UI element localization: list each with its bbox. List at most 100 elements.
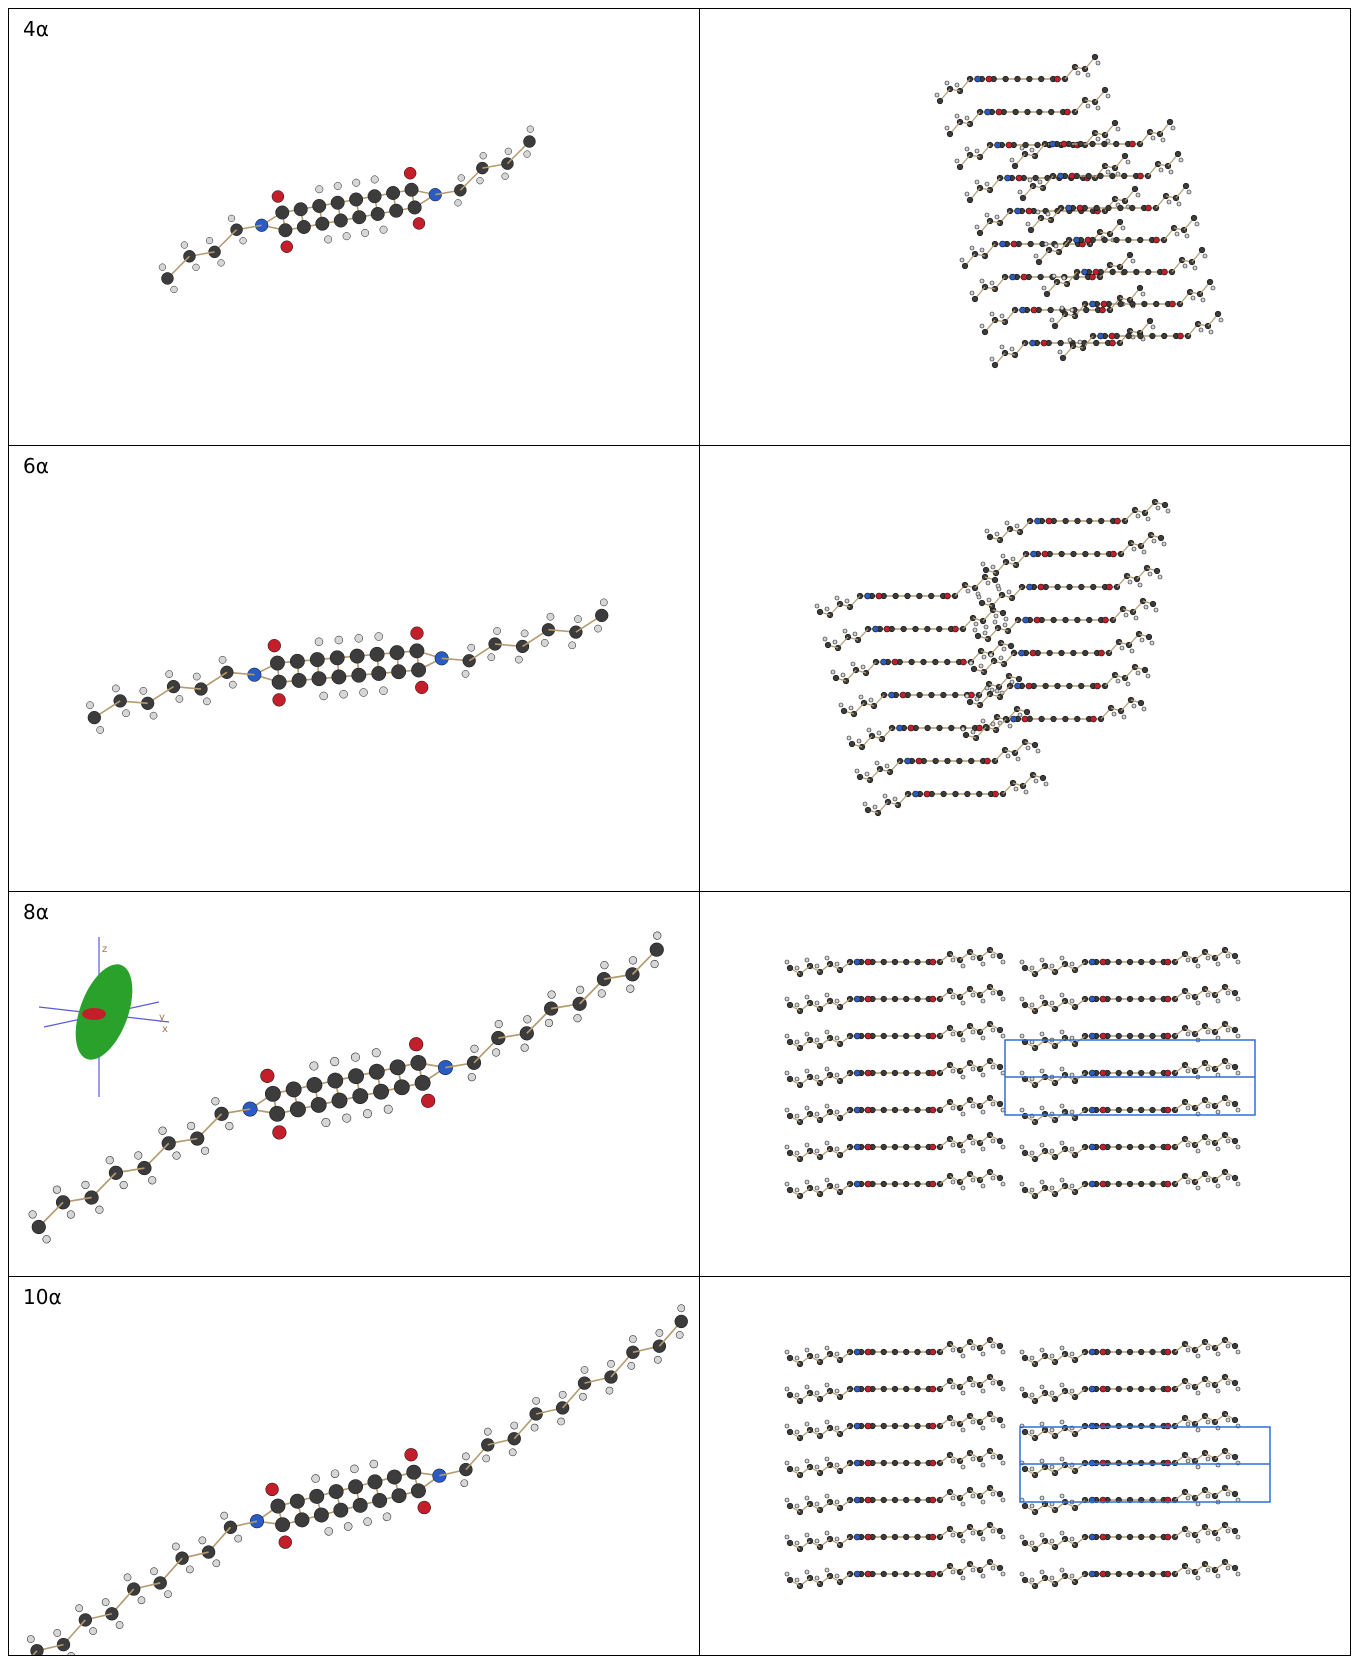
hydrogen-atom (990, 1528, 996, 1534)
row-label: 6α (23, 454, 49, 478)
carbon-atom (373, 1083, 389, 1100)
oxygen-atom (1110, 550, 1117, 558)
molecule-model (14, 1304, 688, 1655)
hydrogen-atom (986, 597, 992, 603)
hydrogen-atom (382, 1512, 392, 1522)
carbon-atom (488, 637, 502, 651)
oxygen-atom (929, 1032, 937, 1040)
hydrogen-atom (1130, 258, 1136, 264)
hydrogen-atom (1007, 723, 1013, 729)
hydrogen-atom (467, 1073, 476, 1082)
hydrogen-atom (1168, 169, 1174, 175)
hydrogen-atom (1225, 1417, 1231, 1423)
hydrogen-atom (1205, 1066, 1211, 1072)
carbon-atom (1126, 995, 1134, 1003)
carbon-atom (1027, 240, 1034, 248)
hydrogen-atom (1049, 1575, 1055, 1581)
oxygen-atom (995, 108, 1003, 116)
hydrogen-atom (1111, 711, 1117, 717)
hydrogen-atom (979, 278, 985, 284)
carbon-atom (1097, 172, 1104, 180)
carbon-atom (1149, 332, 1156, 340)
carbon-atom (1138, 1069, 1145, 1077)
carbon-atom (1111, 119, 1119, 127)
carbon-atom (1090, 583, 1097, 591)
hydrogen-atom (1059, 1530, 1065, 1536)
hydrogen-atom (1123, 612, 1129, 618)
hydrogen-atom (1029, 1002, 1035, 1008)
hydrogen-atom (993, 613, 999, 619)
carbon-atom (410, 1483, 426, 1499)
hydrogen-atom (980, 1462, 986, 1468)
hydrogen-atom (1215, 1573, 1221, 1579)
carbon-atom (880, 1069, 887, 1077)
oxygen-atom (864, 1422, 872, 1430)
hydrogen-atom (28, 1210, 37, 1219)
hydrogen-atom (814, 1185, 820, 1191)
hydrogen-atom (1125, 681, 1131, 687)
hydrogen-atom (988, 652, 994, 658)
hydrogen-atom (954, 82, 960, 88)
carbon-atom (903, 1422, 910, 1430)
hydrogen-atom (1010, 556, 1016, 562)
carbon-atom (1149, 1106, 1156, 1114)
oxygen-atom (1164, 1385, 1172, 1393)
hydrogen-atom (315, 185, 324, 194)
hydrogen-atom (148, 1176, 157, 1185)
carbon-atom (996, 1379, 1004, 1387)
hydrogen-atom (1225, 1454, 1231, 1460)
carbon-atom (1062, 517, 1069, 525)
hydrogen-atom (990, 1343, 996, 1349)
carbon-atom (900, 625, 907, 633)
hydrogen-atom (119, 1180, 128, 1190)
hydrogen-atom (1235, 1181, 1241, 1187)
hydrogen-atom (1235, 1386, 1241, 1392)
oxygen-atom (409, 1037, 424, 1052)
hydrogen-atom (1105, 169, 1111, 175)
nitrogen-atom (974, 75, 981, 83)
nitrogen-atom (1026, 583, 1033, 591)
hydrogen-atom (866, 727, 872, 733)
carbon-atom (914, 995, 921, 1003)
hydrogen-atom (1195, 1538, 1201, 1544)
hydrogen-atom (1025, 745, 1031, 751)
carbon-atom (1149, 1348, 1156, 1356)
carbon-atom (1129, 300, 1136, 308)
carbon-atom (1231, 1416, 1239, 1424)
oxygen-atom (864, 1570, 872, 1578)
carbon-atom (891, 1143, 899, 1151)
hydrogen-atom (794, 1466, 800, 1472)
molecule-10a (14, 1304, 688, 1655)
hydrogen-atom (574, 615, 582, 623)
hydrogen-atom (1195, 1000, 1201, 1006)
hydrogen-atom (876, 730, 882, 736)
hydrogen-atom (1009, 346, 1015, 352)
hydrogen-atom (972, 627, 978, 633)
carbon-atom (891, 958, 899, 966)
hydrogen-atom (597, 989, 606, 998)
hydrogen-atom (834, 1351, 840, 1357)
hydrogen-atom (990, 1380, 996, 1386)
carbon-atom (333, 1502, 349, 1518)
hydrogen-atom (1195, 1148, 1201, 1154)
carbon-atom (306, 1077, 323, 1093)
hydrogen-atom (1205, 1456, 1211, 1462)
hydrogen-atom (1067, 337, 1073, 343)
carbon-atom (1126, 1180, 1134, 1188)
oxygen-atom (891, 658, 899, 666)
carbon-atom (903, 958, 910, 966)
carbon-atom (996, 952, 1004, 960)
packing-model (934, 53, 1224, 369)
molecule-cell-8a: 8α z y x (8, 891, 700, 1277)
hydrogen-atom (784, 1386, 790, 1392)
carbon-atom (296, 220, 311, 234)
hydrogen-atom (605, 1386, 614, 1395)
carbon-atom (1133, 268, 1140, 276)
hydrogen-atom (1029, 1466, 1035, 1472)
hydrogen-atom (526, 125, 534, 133)
hydrogen-atom (1039, 1384, 1045, 1390)
hydrogen-atom (239, 237, 247, 245)
carbon-atom (1094, 550, 1101, 558)
oxygen-atom (1060, 140, 1068, 148)
carbon-atom (386, 1469, 402, 1485)
